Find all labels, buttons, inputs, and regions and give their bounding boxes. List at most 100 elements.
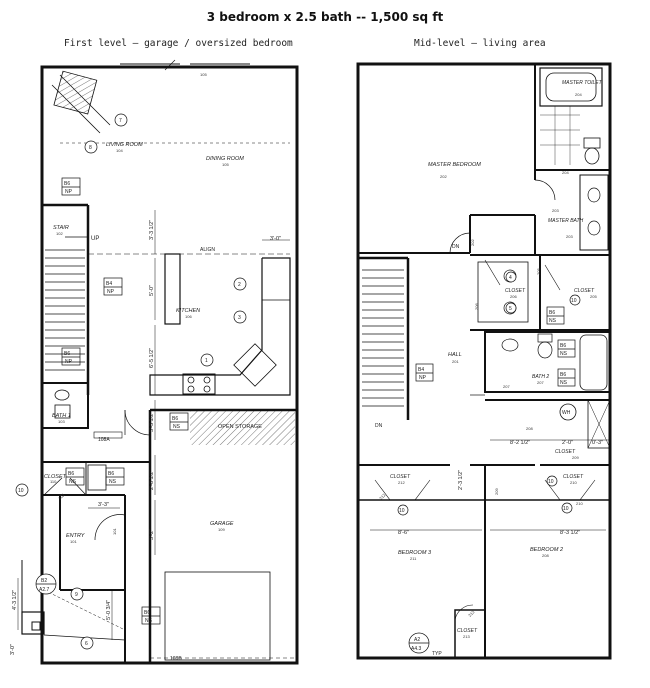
tag-first-4-box [169,412,189,431]
kitchen-label: KITCHEN [176,308,200,314]
tag-first-4-top: B6 [172,416,178,422]
closet-213-label: CLOSET [457,628,478,634]
door-105-mark: 105 [200,72,207,77]
callout-mid-10c-text: 10 [563,506,569,512]
bath1-label: BATH 1 [52,413,71,419]
door-212-mark: 212 [378,492,387,501]
mid-level-plan [356,62,612,660]
first-level-label: First level – garage / oversized bedroom [64,38,293,49]
callout-first-6-text: 6 [85,641,88,647]
callout-first-10-text: 10 [18,488,24,494]
first-level-plan [17,59,299,665]
mid-level-label: Mid-level – living area [414,38,546,49]
tag-mid-4-box [557,368,576,387]
dim-first-9: 4'-3 1/2" [12,590,18,610]
dim-first-8: 5'-2" [149,529,155,540]
bath1-walls [41,382,89,429]
section-mid-bottom: A4.3 [411,646,422,652]
door-206-mark: 206 [474,303,479,310]
closet-209-num: 209 [572,455,579,460]
callout-mid-10a [569,294,581,306]
water-heater [559,403,577,421]
tag-mid-3-top: B4 [418,367,424,373]
align-mark: ALIGN [200,247,215,253]
living-room-num: 104 [116,148,123,153]
callout-mid-4 [505,271,517,283]
master-bath-label: MASTER BATH [548,218,584,224]
closet-210-label: CLOSET [563,474,584,480]
tag-first-1-bottom: NP [65,189,73,195]
tag-first-3-top: B6 [64,351,70,357]
dn-hall-mark: DN [452,244,460,250]
garage-label: GARAGE [210,521,234,527]
callout-first-9-text: 9 [75,592,78,598]
tag-mid-1-bottom: NS [549,318,557,324]
callout-mid-10b-text: 10 [399,508,405,514]
tag-first-2-box [103,277,123,296]
master-toilet-label: MASTER TOILET [562,80,603,86]
callout-first-1 [200,353,214,367]
callout-mid-10d-text: 10 [548,479,554,485]
closet-110-num: 110 [50,479,57,484]
master-toilet-num: 204 [575,92,582,97]
tag-first-3-box [61,347,81,366]
tag-first-4-bottom: NS [173,424,181,430]
callout-first-3-text: 3 [238,315,241,321]
callout-first-3 [233,310,247,324]
callout-mid-10b [397,504,409,516]
entry-label: ENTRY [66,533,85,539]
tag-first-7-bottom: NS [145,618,153,624]
dim-first-4: 6'-5 1/2" [149,348,155,368]
open-storage-label: OPEN STORAGE [218,424,262,430]
master-bath-num: 203 [566,234,573,239]
callout-first-2 [233,277,247,291]
dim-first-11: 3'-0" [10,644,16,655]
closet-205-num: 205 [590,294,597,299]
closet-110-label: CLOSET [44,474,67,480]
tag-mid-2-top: B6 [560,343,566,349]
closet-210-num: 210 [570,480,577,485]
tag-mid-2-bottom: NS [560,351,568,357]
callout-first-8-text: 8 [89,145,92,151]
callout-first-9 [70,587,84,601]
door-204-mark: 204 [562,170,569,175]
closet-212-label: CLOSET [390,474,411,480]
callout-first-1-text: 1 [205,358,208,364]
callout-mid-5-text: 5 [509,306,512,312]
callout-first-6 [80,636,94,650]
master-bedroom-label: MASTER BEDROOM [428,162,481,168]
closet-212-num: 212 [398,480,405,485]
dim-mid-4: 2'-3 1/2" [458,470,464,490]
callout-mid-10c [561,502,573,514]
closet-209-label: CLOSET [555,449,576,455]
bath2-walls [484,331,611,393]
bath2-label: BATH 2 [532,374,549,380]
dn-stair-mark: DN [375,423,383,429]
dim-mid-3: 0'-3" [592,440,603,446]
section-mid-note: TYP [432,651,442,657]
dim-first-7: 3'-3" [98,502,109,508]
entry-num: 101 [70,539,77,544]
dining-room-num: 105 [222,162,229,167]
tag-mid-3-box [415,363,434,382]
tag-mid-1-top: B6 [549,310,555,316]
closet-213-num: 213 [463,634,470,639]
garage-num: 109 [218,527,225,532]
open-storage-hatch [190,410,295,445]
tag-first-2-top: B4 [106,281,112,287]
callout-first-2-text: 2 [238,282,241,288]
closet-206-label: CLOSET [505,288,526,294]
dim-first-5: 5'-3 1/2" [149,412,155,432]
closet-206-num: 206 [510,294,517,299]
callout-first-7-text: 7 [119,118,122,124]
dim-first-10: 5'-0 3/4" [106,600,112,620]
master-bedroom-num: 202 [440,174,447,179]
tag-first-5-box [65,467,85,486]
callout-first-8 [84,140,98,154]
dim-first-2: 3'-0" [270,236,281,242]
kitchen-sink [233,343,277,387]
stair-label: STAIR [53,225,69,231]
door-101-mark: 101 [112,528,117,535]
bath1-num: 103 [58,419,65,424]
door-203-mark: 203 [552,208,559,213]
